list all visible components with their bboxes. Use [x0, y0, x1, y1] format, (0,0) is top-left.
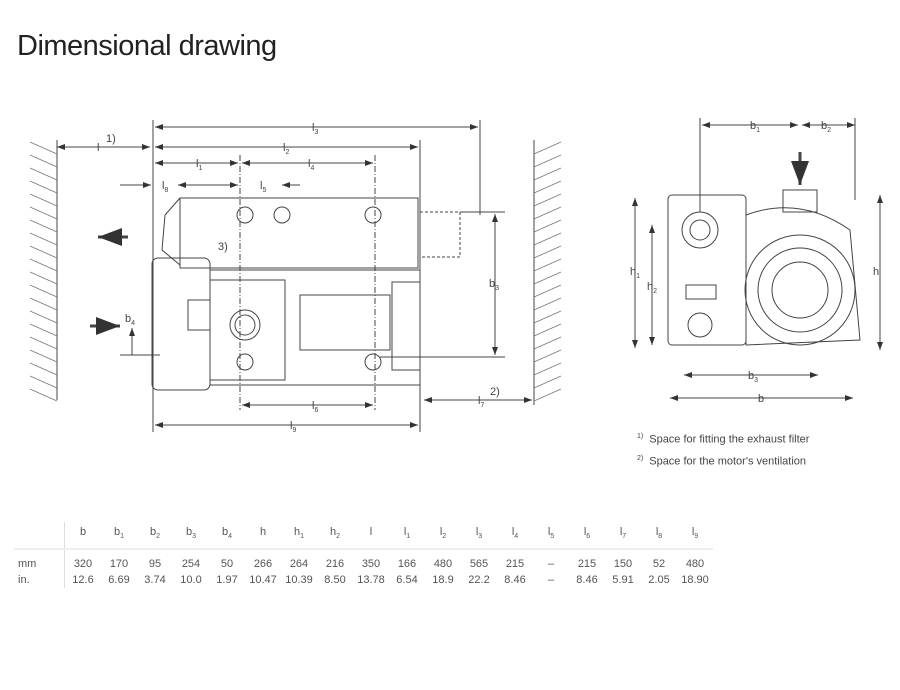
- table-cell: 13.78: [357, 574, 385, 586]
- svg-text:b4: b4: [125, 313, 135, 327]
- column-header: l6: [569, 522, 605, 550]
- svg-text:b: b: [758, 393, 764, 405]
- table-cell: 10.39: [285, 574, 313, 586]
- table-cell: 6.69: [108, 574, 130, 586]
- table-cell: 2.05: [648, 574, 670, 586]
- svg-text:h: h: [873, 266, 879, 278]
- dimension-labels: l 1) l3 l2 l1 l4 l8 l5 3) b3 b4 l6 l7 2) l…: [97, 120, 879, 434]
- svg-text:l7: l7: [478, 395, 484, 409]
- column-header: l1: [389, 522, 425, 550]
- unit-label: mm: [14, 549, 65, 572]
- svg-text:b3: b3: [748, 370, 758, 384]
- svg-text:b1: b1: [750, 120, 760, 134]
- table-cell: 10.0: [180, 574, 202, 586]
- svg-text:b3: b3: [489, 278, 499, 292]
- column-header: b2: [137, 522, 173, 550]
- svg-text:h2: h2: [647, 281, 657, 295]
- table-cell: 52: [652, 558, 666, 570]
- column-header: b1: [101, 522, 137, 550]
- table-cell: 22.2: [468, 574, 490, 586]
- table-cell: 215: [505, 558, 525, 570]
- table-cell: 170: [109, 558, 129, 570]
- column-header: b3: [173, 522, 209, 550]
- column-header: l4: [497, 522, 533, 550]
- pump-side-view: [151, 120, 481, 432]
- svg-text:l5: l5: [260, 180, 266, 194]
- table-cell: 6.54: [396, 574, 418, 586]
- svg-text:l3: l3: [312, 122, 318, 136]
- table-cell: –: [547, 574, 555, 586]
- svg-text:l2: l2: [283, 142, 289, 156]
- column-header: b4: [209, 522, 245, 550]
- table-cell: 95: [148, 558, 162, 570]
- table-cell: 480: [685, 558, 705, 570]
- table-cell: 1.97: [216, 574, 238, 586]
- table-cell: 264: [289, 558, 309, 570]
- table-cell: 10.47: [249, 574, 277, 586]
- dimensional-drawing: l 1) l3 l2 l1 l4 l8 l5 3) b3 b4 l6 l7 2) l…: [29, 118, 883, 434]
- column-header: l5: [533, 522, 569, 550]
- column-header: l9: [677, 522, 713, 550]
- table-row: mm 320 170 95 254 50 266 264 216 350 166 480 565 215 –…: [14, 549, 713, 572]
- table-cell: 350: [361, 558, 381, 570]
- svg-text:2): 2): [490, 386, 500, 398]
- column-header: l: [353, 522, 389, 550]
- table-cell: 18.9: [432, 574, 454, 586]
- svg-text:l9: l9: [290, 420, 296, 434]
- table-cell: 150: [613, 558, 633, 570]
- footnote-1: 1)Space for fitting the exhaust filter: [637, 433, 810, 446]
- table-cell: 8.50: [324, 574, 346, 586]
- svg-text:l8: l8: [162, 180, 168, 194]
- table-cell: 8.46: [504, 574, 526, 586]
- column-header: h1: [281, 522, 317, 550]
- svg-text:b2: b2: [821, 120, 831, 134]
- svg-text:h1: h1: [630, 266, 640, 280]
- table-cell: 3.74: [144, 574, 166, 586]
- column-header: l7: [605, 522, 641, 550]
- dim-l: l: [97, 142, 99, 154]
- column-header: l3: [461, 522, 497, 550]
- table-cell: 216: [325, 558, 345, 570]
- svg-text:l1: l1: [196, 158, 202, 172]
- table-cell: 18.90: [681, 574, 709, 586]
- column-header: b: [64, 522, 101, 550]
- table-cell: 166: [397, 558, 417, 570]
- table-cell: 12.6: [72, 574, 94, 586]
- svg-text:1): 1): [106, 133, 116, 145]
- table-cell: 266: [253, 558, 273, 570]
- svg-text:3): 3): [218, 241, 228, 253]
- table-cell: 5.91: [612, 574, 634, 586]
- table-cell: 8.46: [576, 574, 598, 586]
- table-cell: 50: [220, 558, 234, 570]
- column-header: l2: [425, 522, 461, 550]
- table-row: in. 12.6 6.69 3.74 10.0 1.97 10.47 10.39 8.50 13.…: [14, 572, 713, 588]
- table-cell: –: [547, 558, 555, 570]
- column-header: h2: [317, 522, 353, 550]
- column-header: l8: [641, 522, 677, 550]
- footnote-2: 2)Space for the motor's ventilation: [637, 455, 807, 468]
- unit-label: in.: [14, 572, 65, 588]
- svg-text:l4: l4: [308, 158, 314, 172]
- page-title: Dimensional drawing: [17, 30, 277, 62]
- column-header: h: [245, 522, 281, 550]
- table-cell: 254: [181, 558, 201, 570]
- table-cell: 320: [73, 558, 93, 570]
- svg-text:l6: l6: [312, 400, 318, 414]
- table-cell: 480: [433, 558, 453, 570]
- table-cell: 565: [469, 558, 489, 570]
- table-cell: 215: [577, 558, 597, 570]
- pump-front-view: [667, 189, 861, 346]
